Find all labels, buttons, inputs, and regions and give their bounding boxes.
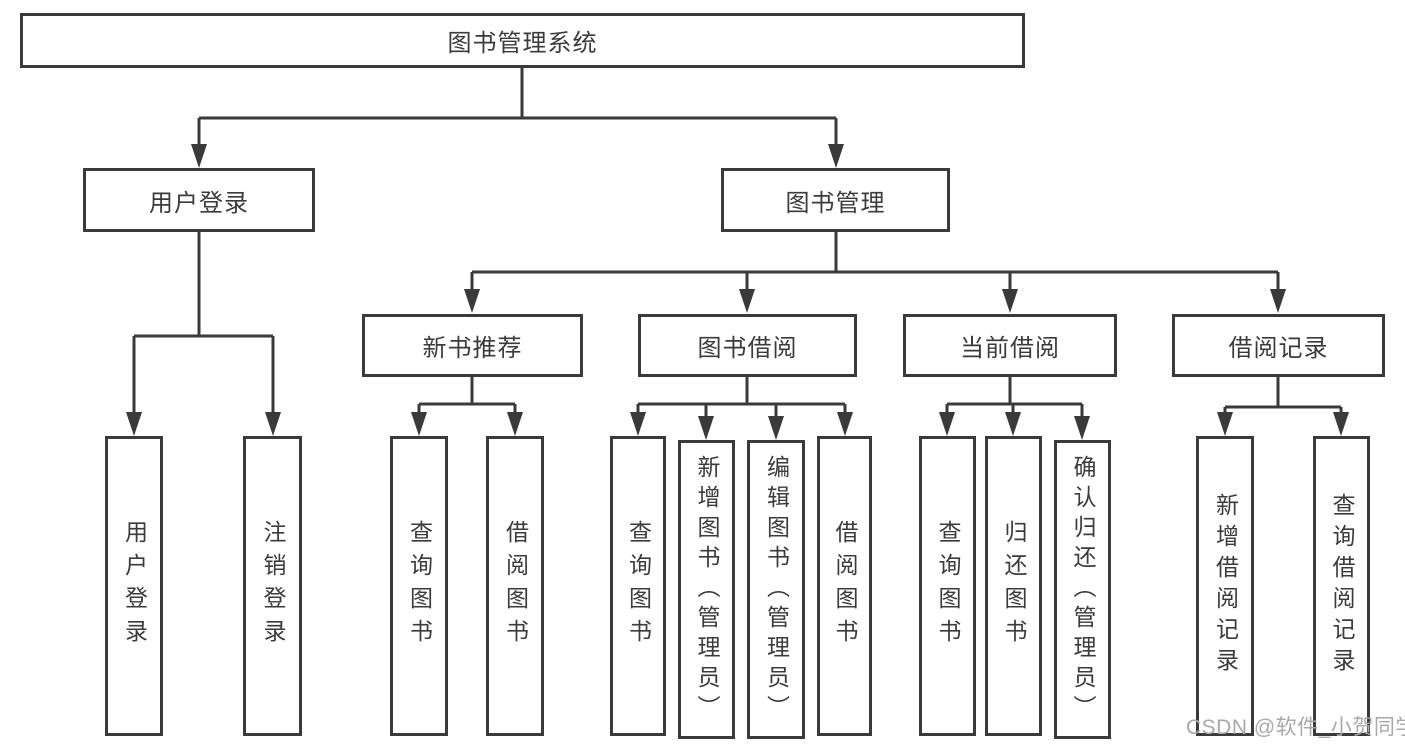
leaf-label: 确认归还（管理员）	[1070, 454, 1096, 725]
leaf-bb-edit-books-admin: 编辑图书（管理员）	[747, 440, 805, 739]
node-label: 当前借阅	[960, 335, 1060, 362]
arrowhead-down-icon	[411, 412, 427, 436]
arrowhead-down-icon	[939, 412, 955, 436]
node-label: 借阅记录	[1228, 335, 1329, 362]
connector-root	[191, 68, 844, 168]
node-label: 图书借阅	[697, 335, 798, 362]
leaf-bb-borrow-books: 借阅图书	[817, 436, 872, 736]
arrowhead-down-icon	[828, 144, 844, 168]
leaf-cb-return-books: 归还图书	[985, 436, 1042, 736]
leaf-label: 编辑图书（管理员）	[763, 454, 790, 725]
node-label: 图书管理	[785, 189, 886, 217]
leaf-label: 新增图书（管理员）	[694, 454, 720, 725]
connector-current-borrow	[939, 377, 1090, 440]
arrowhead-down-icon	[464, 289, 480, 313]
node-book-borrow: 图书借阅	[638, 314, 857, 377]
arrowhead-down-icon	[768, 416, 784, 440]
connector-book-mgmt	[464, 232, 1286, 313]
leaf-logout: 注销登录	[243, 436, 302, 736]
node-label: 新书推荐	[422, 335, 523, 362]
arrowhead-down-icon	[126, 412, 142, 436]
leaf-label: 归还图书	[1001, 520, 1027, 652]
arrowhead-down-icon	[1002, 289, 1018, 313]
leaf-label: 查询借阅记录	[1329, 493, 1355, 679]
node-user-login: 用户登录	[83, 168, 315, 232]
arrowhead-down-icon	[698, 416, 714, 440]
node-label: 用户登录	[149, 189, 249, 217]
arrowhead-down-icon	[191, 144, 207, 168]
leaf-cb-query-books: 查询图书	[919, 436, 976, 736]
node-book-mgmt: 图书管理	[721, 168, 950, 232]
leaf-label: 查询图书	[935, 520, 961, 652]
node-current-borrow: 当前借阅	[903, 314, 1117, 377]
arrowhead-down-icon	[1074, 416, 1090, 440]
arrowhead-down-icon	[837, 412, 853, 436]
leaf-cb-confirm-return-admin: 确认归还（管理员）	[1054, 440, 1111, 739]
leaf-label: 新增借阅记录	[1212, 493, 1239, 679]
leaf-label: 注销登录	[260, 520, 286, 652]
arrowhead-down-icon	[739, 289, 755, 313]
leaf-label: 用户登录	[121, 520, 148, 652]
connector-book-borrow	[630, 377, 853, 440]
leaf-user-login: 用户登录	[105, 436, 163, 736]
leaf-nbr-query-books: 查询图书	[390, 436, 448, 736]
arrowhead-down-icon	[1217, 412, 1233, 436]
watermark: CSDN @软件_小贺同学	[1186, 716, 1405, 739]
leaf-br-add-record: 新增借阅记录	[1196, 436, 1254, 736]
leaf-label: 借阅图书	[502, 520, 529, 652]
connector-user-login	[126, 232, 281, 436]
arrowhead-down-icon	[1333, 412, 1349, 436]
leaf-bb-query-books: 查询图书	[610, 436, 666, 736]
leaf-br-query-record: 查询借阅记录	[1313, 436, 1370, 736]
arrowhead-down-icon	[507, 412, 523, 436]
connector-new-book-recommend	[411, 377, 523, 436]
leaf-bb-add-books-admin: 新增图书（管理员）	[678, 440, 735, 739]
leaf-label: 查询图书	[406, 520, 433, 652]
node-root: 图书管理系统	[20, 13, 1025, 68]
arrowhead-down-icon	[1270, 289, 1286, 313]
leaf-nbr-borrow-books: 借阅图书	[486, 436, 544, 736]
arrowhead-down-icon	[630, 412, 646, 436]
leaf-label: 查询图书	[625, 520, 652, 652]
arrowhead-down-icon	[1005, 412, 1021, 436]
node-new-book-recommend: 新书推荐	[362, 314, 583, 377]
arrowhead-down-icon	[265, 412, 281, 436]
leaf-label: 借阅图书	[832, 520, 858, 652]
connector-borrow-records	[1217, 377, 1349, 436]
node-label: 图书管理系统	[447, 30, 598, 57]
node-borrow-records: 借阅记录	[1172, 314, 1385, 377]
